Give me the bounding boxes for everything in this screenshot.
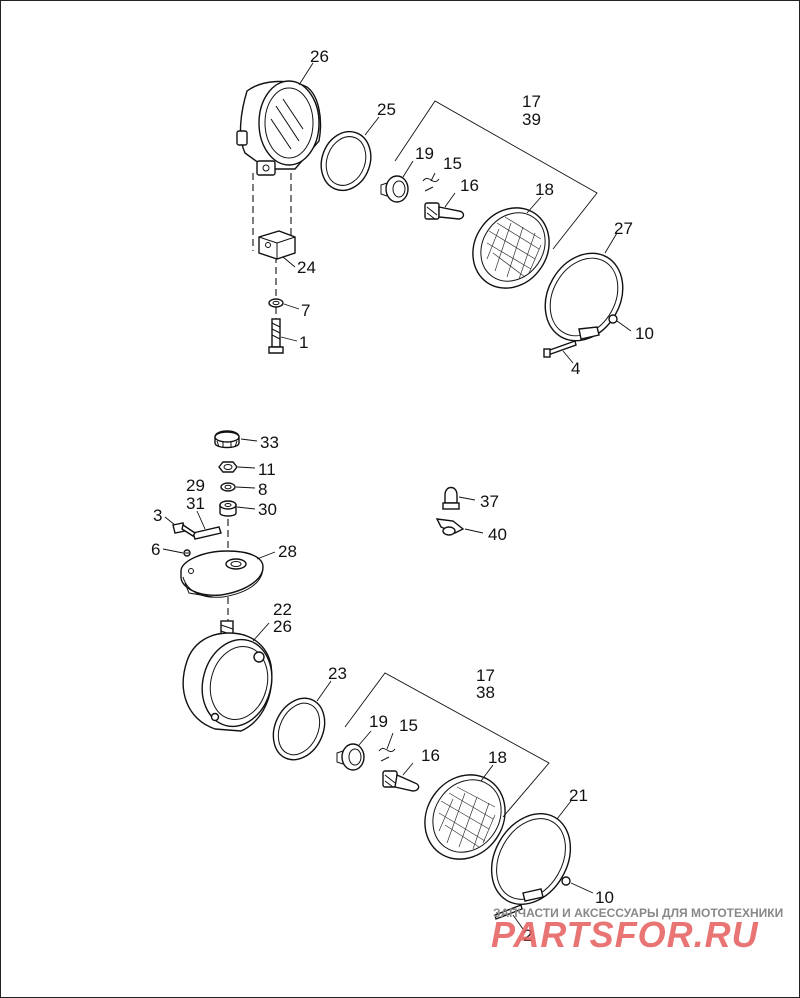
callout-15: 15 xyxy=(443,154,462,173)
callout-26: 26 xyxy=(310,47,329,66)
callout-30: 30 xyxy=(258,500,277,519)
callout-22: 22 xyxy=(273,600,292,619)
sealed-beam-top xyxy=(472,207,550,289)
callout-4: 4 xyxy=(571,359,580,378)
callout-8: 8 xyxy=(258,480,267,499)
callout-19-bottom: 19 xyxy=(369,712,388,731)
callout-10-bottom: 10 xyxy=(595,888,614,907)
callout-16: 16 xyxy=(460,176,479,195)
watermark: ЗАПЧАСТИ И АКСЕССУАРЫ ДЛЯ МОТОТЕХНИКИ PA… xyxy=(491,906,783,955)
callout-1: 1 xyxy=(299,333,308,352)
callout-labels: 26 25 17 39 19 15 16 18 27 10 4 24 7 1 3… xyxy=(151,47,654,945)
callout-29: 29 xyxy=(186,476,205,495)
callout-40: 40 xyxy=(488,525,507,544)
leader-lines-bottom xyxy=(252,622,594,930)
callout-21: 21 xyxy=(569,786,588,805)
kit-bracket-bottom xyxy=(344,672,550,818)
screw-top xyxy=(543,340,577,358)
callout-25: 25 xyxy=(377,100,396,119)
leader-lines-middle xyxy=(162,438,484,560)
trim-ring-top xyxy=(320,130,372,192)
cap-nut xyxy=(214,430,240,449)
lock-washer xyxy=(220,482,236,492)
callout-15-bottom: 15 xyxy=(399,716,418,735)
set-screw xyxy=(172,522,196,537)
callout-27: 27 xyxy=(614,219,633,238)
callout-38: 38 xyxy=(476,683,495,702)
callout-17: 17 xyxy=(522,92,541,111)
callout-10: 10 xyxy=(635,324,654,343)
bulb-bottom xyxy=(382,770,420,792)
mount-bracket xyxy=(180,550,264,598)
nut-bottom xyxy=(561,876,571,886)
callout-37: 37 xyxy=(480,492,499,511)
callout-24: 24 xyxy=(297,258,316,277)
indicator-bulb xyxy=(442,486,460,510)
callout-28: 28 xyxy=(278,542,297,561)
small-screw xyxy=(183,549,191,557)
callout-11: 11 xyxy=(258,460,276,479)
callout-16-bottom: 16 xyxy=(421,746,440,765)
watermark-caption: ЗАПЧАСТИ И АКСЕССУАРЫ ДЛЯ МОТОТЕХНИКИ xyxy=(493,906,783,920)
callout-2: 2 xyxy=(523,926,532,945)
kit-bracket-top xyxy=(394,100,598,250)
screw-bottom xyxy=(494,904,523,920)
mount-guide-lines xyxy=(252,173,292,319)
callout-3: 3 xyxy=(153,506,162,525)
watermark-logo: PARTSFOR.RU xyxy=(491,914,759,955)
clamp-block xyxy=(258,230,296,260)
hex-nut-middle xyxy=(218,461,238,473)
lamp-housing-bottom xyxy=(182,620,273,732)
bulb-socket-top xyxy=(380,175,409,203)
bushing xyxy=(219,500,237,517)
lamp-housing-top xyxy=(236,80,322,176)
bulb-socket-bottom xyxy=(336,743,365,771)
callout-31: 31 xyxy=(186,494,205,513)
callout-19: 19 xyxy=(415,144,434,163)
indicator-socket xyxy=(435,518,465,536)
bolt-top xyxy=(268,318,284,354)
callout-18: 18 xyxy=(535,180,554,199)
sealed-beam-bottom xyxy=(424,774,506,860)
washer-top xyxy=(268,298,284,308)
callout-39: 39 xyxy=(522,110,541,129)
nut-top xyxy=(608,314,618,324)
leader-lines-top xyxy=(280,62,632,364)
callout-26-bottom: 26 xyxy=(273,617,292,636)
retaining-ring-bottom xyxy=(490,813,572,905)
spring-clip-bottom xyxy=(378,747,396,762)
callout-23: 23 xyxy=(328,664,347,683)
spacer-key xyxy=(192,526,222,540)
callout-33: 33 xyxy=(260,433,279,452)
callout-17-bottom: 17 xyxy=(476,666,495,685)
trim-ring-bottom xyxy=(272,697,326,761)
callout-6: 6 xyxy=(151,540,160,559)
callout-7: 7 xyxy=(301,301,310,320)
bulb-top xyxy=(424,202,465,220)
callout-18-bottom: 18 xyxy=(488,748,507,767)
